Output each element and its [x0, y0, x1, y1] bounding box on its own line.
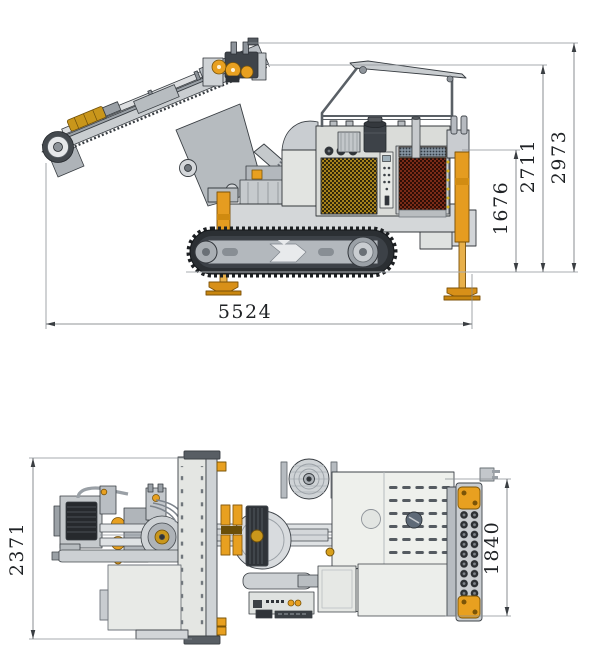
top-plan-view: 2371 1840	[6, 450, 511, 645]
exhaust-pipe	[411, 116, 421, 159]
dimension-label-overall-width: 2371	[6, 522, 28, 576]
hose-reel	[280, 458, 338, 500]
dimension-label-overall-length: 5524	[218, 301, 272, 323]
rear-stabilizer-leg	[443, 115, 481, 301]
drill-head	[202, 37, 267, 87]
left-plate	[99, 564, 189, 640]
red-radiator-grille	[395, 145, 450, 218]
crawler-track-top	[446, 467, 500, 622]
dimension-carrier-width: 1840	[445, 478, 511, 617]
dimension-label-hood-height: 1676	[490, 181, 512, 235]
deck-boxes	[317, 563, 453, 617]
side-elevation-view: 5524 1676 2711 2973	[41, 37, 578, 329]
control-console	[242, 572, 319, 619]
dimension-canopy-height: 2711	[268, 64, 547, 272]
dimension-hood-height: 1676	[462, 149, 520, 272]
dimension-label-overall-height: 2973	[548, 130, 570, 184]
dimension-overall-width: 2371	[6, 457, 192, 640]
dimension-label-carrier-width: 1840	[481, 521, 503, 575]
rod-clamp	[41, 131, 85, 178]
crawler-track	[186, 226, 398, 278]
air-cleaner	[363, 116, 387, 153]
protective-canopy	[320, 60, 467, 127]
gold-radiator-grille	[320, 157, 378, 215]
mast-panel	[177, 450, 227, 645]
dimension-overall-length: 5524	[45, 163, 473, 329]
control-panel	[379, 151, 394, 209]
dimension-label-canopy-height: 2711	[517, 139, 539, 193]
dimension-overall-height: 2973	[248, 42, 578, 272]
drill-rod-sleeve	[66, 101, 122, 132]
ribbed-box	[337, 131, 361, 153]
rotary-table	[220, 504, 292, 570]
